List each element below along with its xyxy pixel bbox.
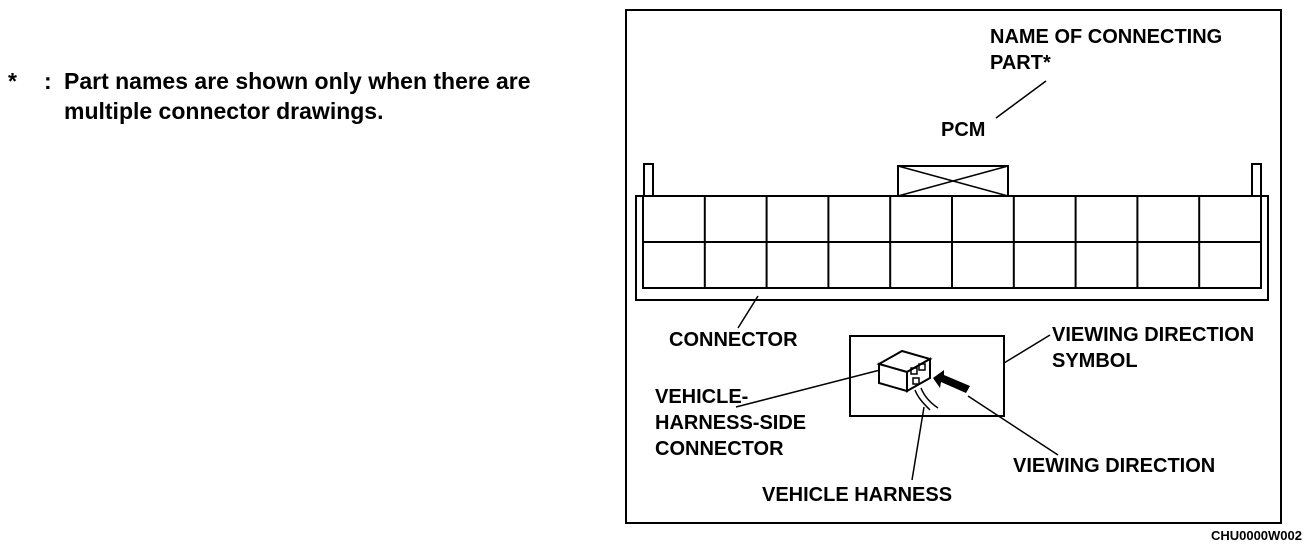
label-pcm: PCM xyxy=(941,119,986,141)
leader-lines xyxy=(735,80,1059,481)
label-viewing-direction: VIEWING DIRECTION xyxy=(1013,455,1216,477)
viewing-direction-symbol xyxy=(849,335,1005,417)
right-guide-pin xyxy=(1251,163,1262,197)
label-connector: CONNECTOR xyxy=(669,329,798,351)
footnote-asterisk: * xyxy=(8,68,17,94)
footnote-text: Part names are shown only when there are… xyxy=(64,68,531,124)
footnote-colon: : xyxy=(44,68,52,94)
left-guide-pin xyxy=(643,163,654,197)
label-viewing-direction-symbol: VIEWING DIRECTION SYMBOL xyxy=(1052,324,1255,372)
label-vehicle-harness: VEHICLE HARNESS xyxy=(762,484,953,506)
viewing-arrow-icon xyxy=(933,370,970,393)
symbol-box xyxy=(849,335,1005,417)
diagram-frame xyxy=(625,9,1282,524)
connector-drawing xyxy=(635,163,1269,301)
figure-code: CHU0000W002 xyxy=(1210,528,1302,543)
label-vehicle-harness-side-connector: VEHICLE- HARNESS-SIDE CONNECTOR xyxy=(655,386,807,460)
label-name-of-connecting-part: NAME OF CONNECTING PART* xyxy=(990,26,1223,74)
